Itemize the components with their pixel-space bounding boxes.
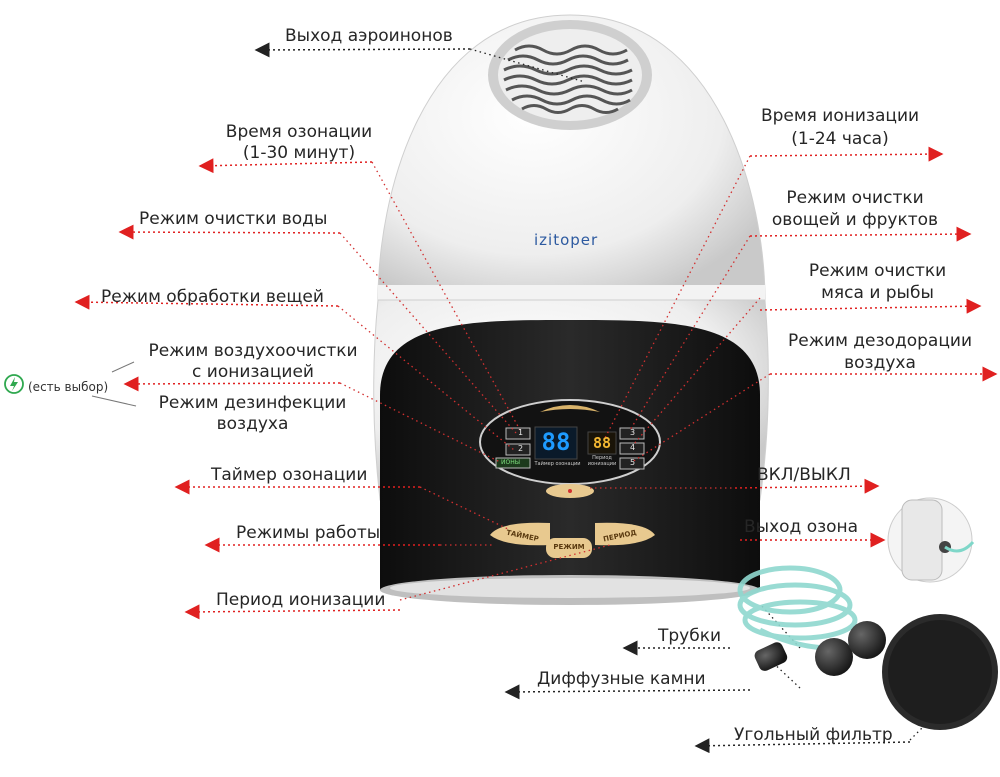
label-choice-note: (есть выбор) [28,380,109,394]
panel-right-display: 88 [592,434,612,452]
label-meat-mode-2: мяса и рыбы [821,283,934,303]
label-air-ion-mode-2: с ионизацией [192,362,314,382]
mode-indicator-3: 3 [630,428,636,437]
panel-right-caption-1: Период [592,455,612,461]
label-tubes: Трубки [658,626,722,646]
label-things-mode: Режим обработки вещей [101,287,324,307]
label-ozone-outlet: Выход озона [744,517,859,537]
carbon-filter [882,614,998,730]
aeroion-vent [488,20,652,130]
label-deodor-mode-2: воздуха [844,353,916,373]
panel-right-caption-2: ионизации [587,461,617,467]
label-carbon-filter: Угольный фильтр [734,725,893,745]
label-air-disinfect-1: Режим дезинфекции [158,393,347,413]
label-veg-mode-2: овощей и фруктов [771,210,939,230]
bolt-icon [4,374,24,394]
label-ozonation-time-2: (1-30 минут) [242,143,356,163]
arrows-red [74,146,998,620]
brand-logo: izitoper [534,231,599,249]
mode-indicator-4: 4 [630,443,636,452]
arrows-dark [254,42,911,754]
label-work-modes: Режимы работы [236,523,381,543]
label-deodor-mode-1: Режим дезодорации [788,331,972,351]
label-ozonation-timer: Таймер озонации [211,465,368,485]
label-diffuser-stones: Диффузные камни [537,669,706,689]
mode-button[interactable]: РЕЖИМ [553,543,585,551]
mode-indicator-1: 1 [518,428,524,437]
label-aeroion-outlet: Выход аэроинонов [285,26,453,46]
mode-indicator-2: 2 [518,444,524,453]
label-air-ion-mode-1: Режим воздухоочистки [148,341,358,361]
control-panel [479,399,661,558]
panel-left-display: 88 [541,428,571,456]
label-water-mode: Режим очистки воды [139,209,328,229]
label-ionization-time-1: Время ионизации [760,106,920,126]
ozone-outlet-inset [887,497,975,583]
diffuser-stones [754,621,886,676]
label-air-disinfect-2: воздуха [216,414,289,434]
label-ionization-time-2: (1-24 часа) [791,129,889,149]
label-veg-mode-1: Режим очистки [786,188,924,208]
panel-left-caption: Таймер озонации [534,461,581,467]
mode-indicator-ions: ИОНЫ [501,459,521,466]
power-button[interactable] [546,484,594,498]
label-meat-mode-1: Режим очистки [808,261,947,281]
label-ionization-period: Период ионизации [216,590,386,610]
mode-indicator-5: 5 [630,458,636,467]
label-power: ВКЛ/ВЫКЛ [757,465,851,485]
label-ozonation-time-1: Время озонации [225,122,373,142]
